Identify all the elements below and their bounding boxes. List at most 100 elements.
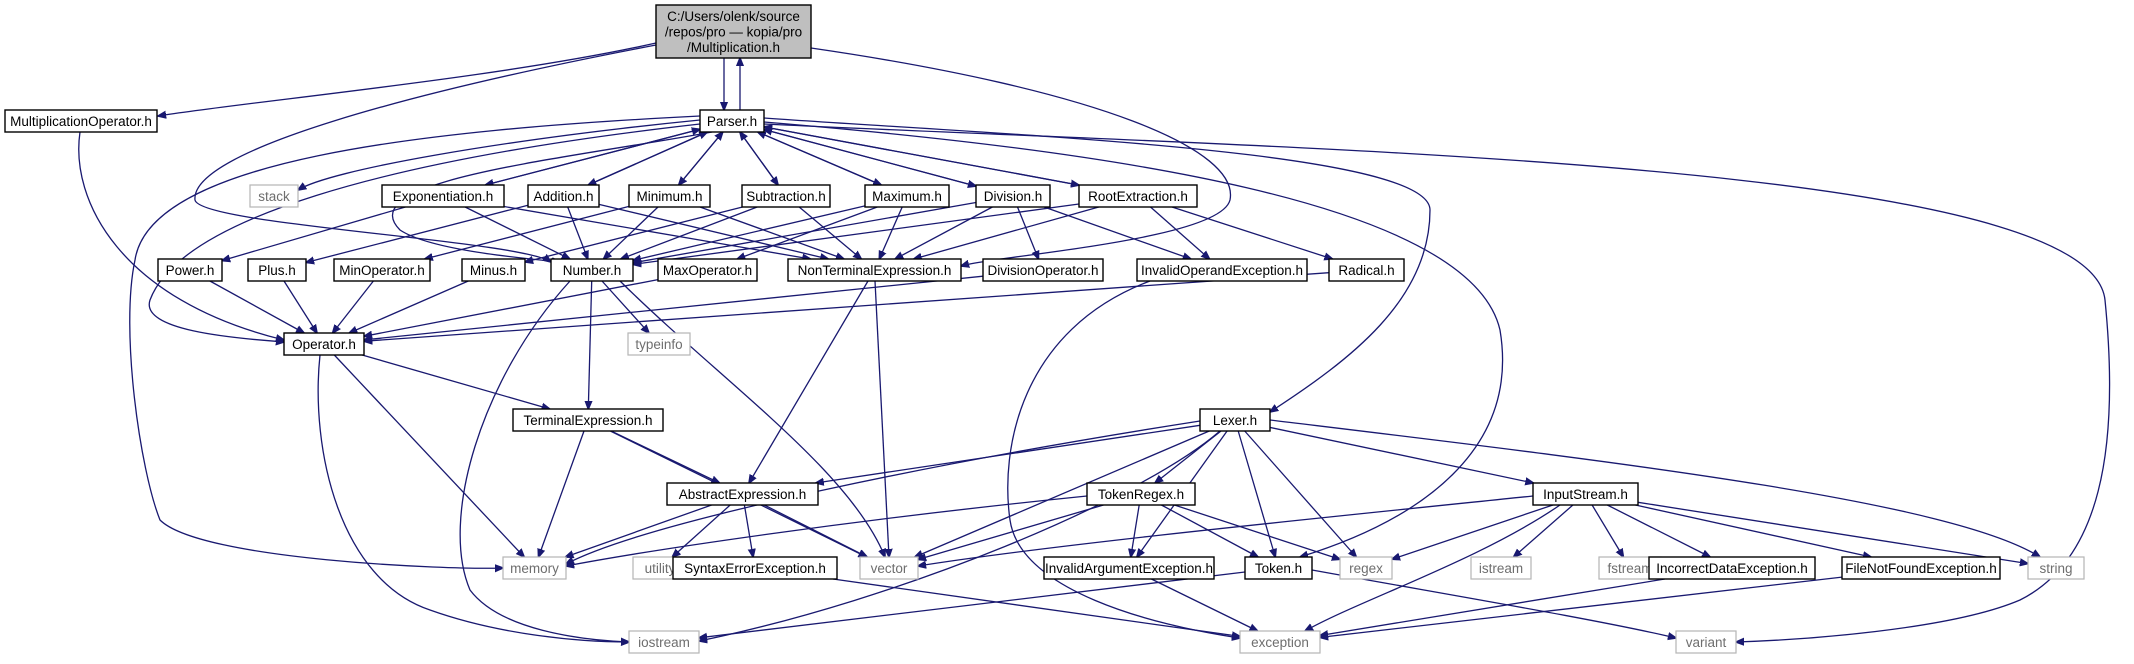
edge-expo-to-number (464, 206, 570, 259)
edge-operator-to-iostream (317, 354, 629, 642)
node-operator[interactable]: Operator.h (283, 332, 365, 356)
edge-inputstream-to-exception (1305, 504, 1561, 631)
edge-division-to-divop (1016, 206, 1039, 259)
node-string: string (2027, 556, 2085, 580)
node-label-fstream: fstream (1607, 561, 1652, 576)
node-filenotfound[interactable]: FileNotFoundException.h (1841, 556, 2001, 580)
node-subtraction[interactable]: Subtraction.h (741, 184, 831, 208)
node-label-divop: DivisionOperator.h (987, 263, 1098, 278)
node-label-maximum: Maximum.h (872, 189, 942, 204)
node-root[interactable]: C:/Users/olenk/source/repos/pro — kopia/… (655, 4, 812, 59)
node-istream: istream (1470, 556, 1532, 580)
node-divop[interactable]: DivisionOperator.h (982, 258, 1104, 282)
node-minus[interactable]: Minus.h (461, 258, 526, 282)
edge-token-to-variant (1311, 569, 1676, 638)
node-label-root-line-1: C:/Users/olenk/source (667, 9, 800, 24)
node-box-memory (502, 556, 567, 580)
node-label-istream: istream (1479, 561, 1523, 576)
edge-rootext-to-nonterm (914, 206, 1099, 259)
node-label-variant: variant (1686, 635, 1727, 650)
node-minop[interactable]: MinOperator.h (333, 258, 431, 282)
node-token[interactable]: Token.h (1244, 556, 1313, 580)
edge-inputstream-to-filenotfound (1635, 504, 1871, 557)
node-number[interactable]: Number.h (550, 258, 634, 282)
edge-minimum-to-parser (678, 132, 723, 186)
node-lexer[interactable]: Lexer.h (1199, 408, 1271, 432)
node-inputstream[interactable]: InputStream.h (1532, 482, 1639, 506)
edge-expo-to-power (222, 206, 406, 261)
node-tokenregex[interactable]: TokenRegex.h (1086, 482, 1196, 506)
node-abstract[interactable]: AbstractExpression.h (666, 482, 819, 506)
edge-minimum-to-number (604, 206, 659, 259)
edge-number-to-vector (619, 280, 885, 557)
edge-tokenregex-to-token (1161, 504, 1258, 557)
node-box-token (1244, 556, 1313, 580)
node-label-utility: utility (645, 561, 676, 576)
node-box-minop (333, 258, 431, 282)
node-box-incorrect (1648, 556, 1816, 580)
node-label-string: string (2039, 561, 2072, 576)
node-division[interactable]: Division.h (975, 184, 1051, 208)
node-minimum[interactable]: Minimum.h (628, 184, 711, 208)
node-box-subtraction (741, 184, 831, 208)
node-box-vector (859, 556, 919, 580)
edge-lexer-to-inputstream (1269, 426, 1533, 483)
node-label-operator: Operator.h (292, 337, 356, 352)
node-label-addition: Addition.h (533, 189, 593, 204)
node-invarg[interactable]: InvalidArgumentException.h (1043, 556, 1215, 580)
node-radical[interactable]: Radical.h (1328, 258, 1405, 282)
node-box-stack (249, 184, 299, 208)
edge-division-to-invop (1043, 206, 1191, 259)
edge-inputstream-to-vector (918, 495, 1534, 566)
node-label-typeinfo: typeinfo (635, 337, 682, 352)
edge-addition-to-number (567, 206, 588, 259)
node-label-vector: vector (871, 561, 908, 576)
node-label-maxop: MaxOperator.h (663, 263, 752, 278)
edge-operator-to-memory (333, 354, 524, 557)
node-box-invarg (1043, 556, 1215, 580)
node-addition[interactable]: Addition.h (527, 184, 600, 208)
node-box-operator (283, 332, 365, 356)
edge-rootext-to-number (633, 203, 1080, 264)
edge-radical-to-operator (364, 272, 1330, 342)
edge-operator-to-termexp (362, 354, 550, 409)
node-box-minus (461, 258, 526, 282)
node-maximum[interactable]: Maximum.h (864, 184, 950, 208)
node-box-iostream (628, 630, 700, 654)
node-box-multop (4, 109, 158, 133)
node-box-maximum (864, 184, 950, 208)
node-incorrect[interactable]: IncorrectDataException.h (1648, 556, 1816, 580)
node-plus[interactable]: Plus.h (247, 258, 307, 282)
edge-maximum-to-parser (758, 132, 882, 186)
edge-abstract-to-vector (764, 504, 867, 557)
node-box-divop (982, 258, 1104, 282)
node-parser[interactable]: Parser.h (699, 109, 765, 133)
node-label-division: Division.h (984, 189, 1043, 204)
node-label-power: Power.h (166, 263, 215, 278)
edge-root-to-nonterm (810, 47, 1232, 266)
node-expo[interactable]: Exponentiation.h (381, 184, 505, 208)
node-label-minus: Minus.h (470, 263, 517, 278)
node-layer: C:/Users/olenk/source/repos/pro — kopia/… (4, 4, 2085, 654)
edge-root-to-multop (158, 42, 657, 116)
edge-lexer-to-abstract (816, 424, 1201, 483)
edge-inputstream-to-incorrect (1607, 504, 1710, 557)
node-termexp[interactable]: TerminalExpression.h (512, 408, 664, 432)
node-nonterm[interactable]: NonTerminalExpression.h (787, 258, 962, 282)
node-maxop[interactable]: MaxOperator.h (657, 258, 758, 282)
node-label-root-line-3: /Multiplication.h (687, 40, 780, 55)
edge-lexer-to-token (1237, 430, 1275, 557)
edge-parser-to-token (763, 121, 1504, 557)
node-rootext[interactable]: RootExtraction.h (1078, 184, 1198, 208)
node-syntaxerr[interactable]: SyntaxErrorException.h (672, 556, 838, 580)
node-box-plus (247, 258, 307, 282)
edge-division-to-nonterm (895, 206, 993, 259)
node-typeinfo: typeinfo (627, 332, 691, 356)
edge-syntaxerr-to-exception (832, 578, 1240, 636)
node-power[interactable]: Power.h (157, 258, 223, 282)
edge-rootext-to-radical (1171, 206, 1333, 259)
node-label-invarg: InvalidArgumentException.h (1045, 561, 1213, 576)
edge-abstract-to-memory (565, 504, 712, 557)
node-invop[interactable]: InvalidOperandException.h (1136, 258, 1308, 282)
node-multop[interactable]: MultiplicationOperator.h (4, 109, 158, 133)
